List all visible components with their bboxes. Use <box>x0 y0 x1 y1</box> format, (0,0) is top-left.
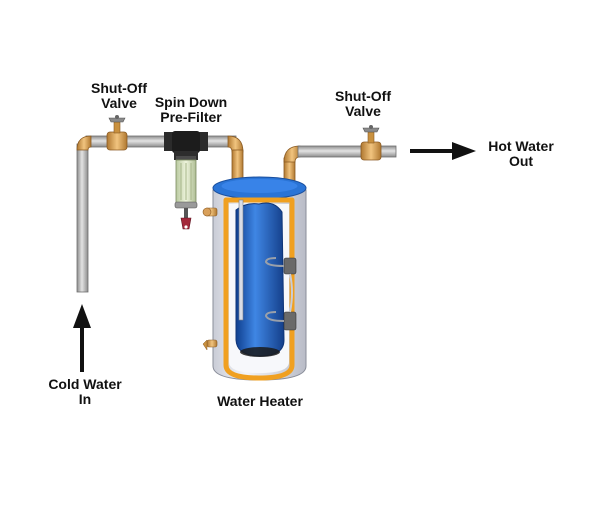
label-line: Water Heater <box>217 393 303 409</box>
hot-water-pipe <box>283 145 397 183</box>
spin-down-prefilter <box>164 131 208 230</box>
water-heater-tank <box>202 176 307 381</box>
label-line: Spin Down <box>154 94 228 110</box>
label-line: Hot Water <box>488 138 554 154</box>
shutoff-valve-left <box>106 115 128 151</box>
shutoff-valve-right <box>360 125 382 161</box>
shutoff-valve-right-label: Shut-Off Valve <box>328 89 398 119</box>
cold-water-in-label: Cold Water In <box>40 377 130 407</box>
drain-valve <box>202 339 218 351</box>
label-line: Pre-Filter <box>160 109 222 125</box>
label-line: Out <box>508 153 534 169</box>
shutoff-valve-left-label: Shut-Off Valve <box>84 81 154 111</box>
label-line: In <box>78 391 92 407</box>
label-line: Valve <box>345 103 381 119</box>
cold-in-arrow <box>73 304 91 372</box>
prefilter-label: Spin Down Pre-Filter <box>146 95 236 125</box>
label-line: Shut-Off <box>335 88 391 104</box>
label-line: Cold Water <box>48 376 122 392</box>
hot-out-arrow <box>410 142 476 160</box>
water-heater-label: Water Heater <box>200 394 320 409</box>
label-line: Shut-Off <box>91 80 147 96</box>
hot-water-out-label: Hot Water Out <box>476 139 566 169</box>
relief-valve <box>202 207 218 217</box>
label-line: Valve <box>101 95 137 111</box>
